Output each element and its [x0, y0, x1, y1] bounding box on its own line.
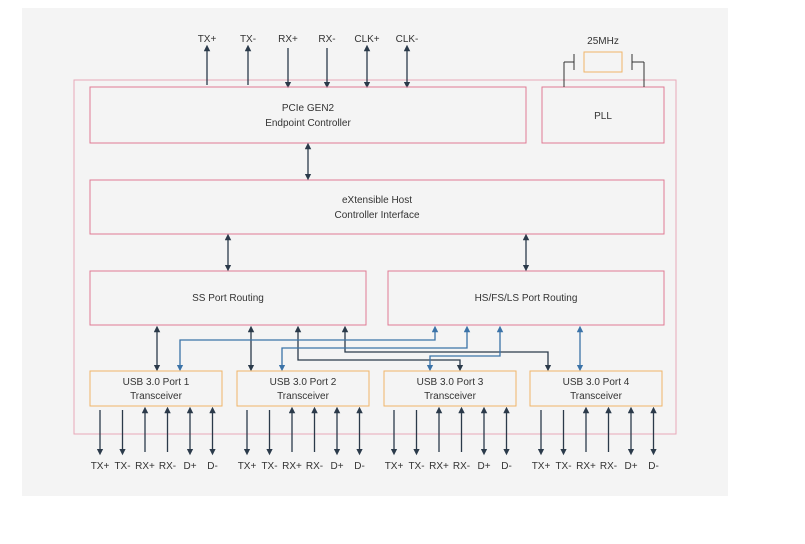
bottom-signal-label: D-: [207, 461, 218, 472]
port-3-block: [383, 370, 517, 407]
xhci-block: [89, 179, 665, 235]
bottom-signal-label: TX+: [238, 461, 257, 472]
bottom-signal-label: D-: [648, 461, 659, 472]
bottom-signal-label: RX-: [600, 461, 617, 472]
bottom-signal-labels: TX+ TX- RX+ RX- D+ D- TX+ TX- RX+ RX- D+ D- TX+ TX- RX…: [91, 461, 659, 472]
top-signal-label: RX+: [278, 34, 298, 45]
pll-block: [541, 86, 665, 144]
bottom-signal-label: TX+: [91, 461, 110, 472]
top-signal-label: CLK-: [396, 34, 419, 45]
xhci-label-line2: Controller Interface: [334, 210, 419, 221]
hs-routing-lines: [176, 325, 584, 372]
port-2-label-line1: USB 3.0 Port 2: [270, 377, 337, 388]
port-3-label-line2: Transceiver: [424, 391, 477, 402]
top-signal-label: TX-: [240, 34, 256, 45]
bottom-signal-label: D+: [330, 461, 343, 472]
top-signal-labels: TX+ TX- RX+ RX- CLK+ CLK-: [198, 34, 419, 45]
bottom-signal-label: D+: [624, 461, 637, 472]
port-4-label-line1: USB 3.0 Port 4: [563, 377, 630, 388]
bottom-signal-label: RX-: [306, 461, 323, 472]
bottom-signal-label: D-: [354, 461, 365, 472]
bottom-signal-label: D+: [477, 461, 490, 472]
chip-boundary: [73, 79, 677, 435]
crystal-label: 25MHz: [587, 36, 619, 47]
bottom-signal-label: RX-: [159, 461, 176, 472]
top-signal-arrows: [203, 44, 411, 89]
bottom-signal-label: RX+: [576, 461, 596, 472]
hs-routing-label: HS/FS/LS Port Routing: [475, 293, 578, 304]
pll-label: PLL: [594, 111, 612, 122]
port-2-block: [236, 370, 370, 407]
port-1-label-line2: Transceiver: [130, 391, 183, 402]
port-1-block: [89, 370, 223, 407]
bottom-signal-label: TX-: [114, 461, 130, 472]
crystal-oscillator: [563, 51, 645, 87]
port-4-label-line2: Transceiver: [570, 391, 623, 402]
internal-arrows: [224, 142, 530, 272]
bottom-signal-label: TX-: [555, 461, 571, 472]
bottom-signal-label: RX+: [429, 461, 449, 472]
diagram-background: [22, 8, 728, 496]
ss-routing-label: SS Port Routing: [192, 293, 264, 304]
pcie-label-line2: Endpoint Controller: [265, 118, 351, 129]
bottom-signal-label: RX+: [135, 461, 155, 472]
port-1-label-line1: USB 3.0 Port 1: [123, 377, 190, 388]
bottom-signal-label: D-: [501, 461, 512, 472]
bottom-signal-label: TX-: [408, 461, 424, 472]
pcie-label-line1: PCIe GEN2: [282, 103, 335, 114]
bottom-signal-arrows: [96, 406, 657, 456]
bottom-signal-label: D+: [183, 461, 196, 472]
top-signal-label: TX+: [198, 34, 217, 45]
port-3-label-line1: USB 3.0 Port 3: [417, 377, 484, 388]
xhci-label-line1: eXtensible Host: [342, 195, 412, 206]
port-4-block: [529, 370, 663, 407]
bottom-signal-label: TX+: [532, 461, 551, 472]
bottom-signal-label: RX-: [453, 461, 470, 472]
bottom-signal-label: TX+: [385, 461, 404, 472]
top-signal-label: RX-: [318, 34, 335, 45]
bottom-signal-label: RX+: [282, 461, 302, 472]
bottom-signal-label: TX-: [261, 461, 277, 472]
port-2-label-line2: Transceiver: [277, 391, 330, 402]
top-signal-label: CLK+: [354, 34, 379, 45]
